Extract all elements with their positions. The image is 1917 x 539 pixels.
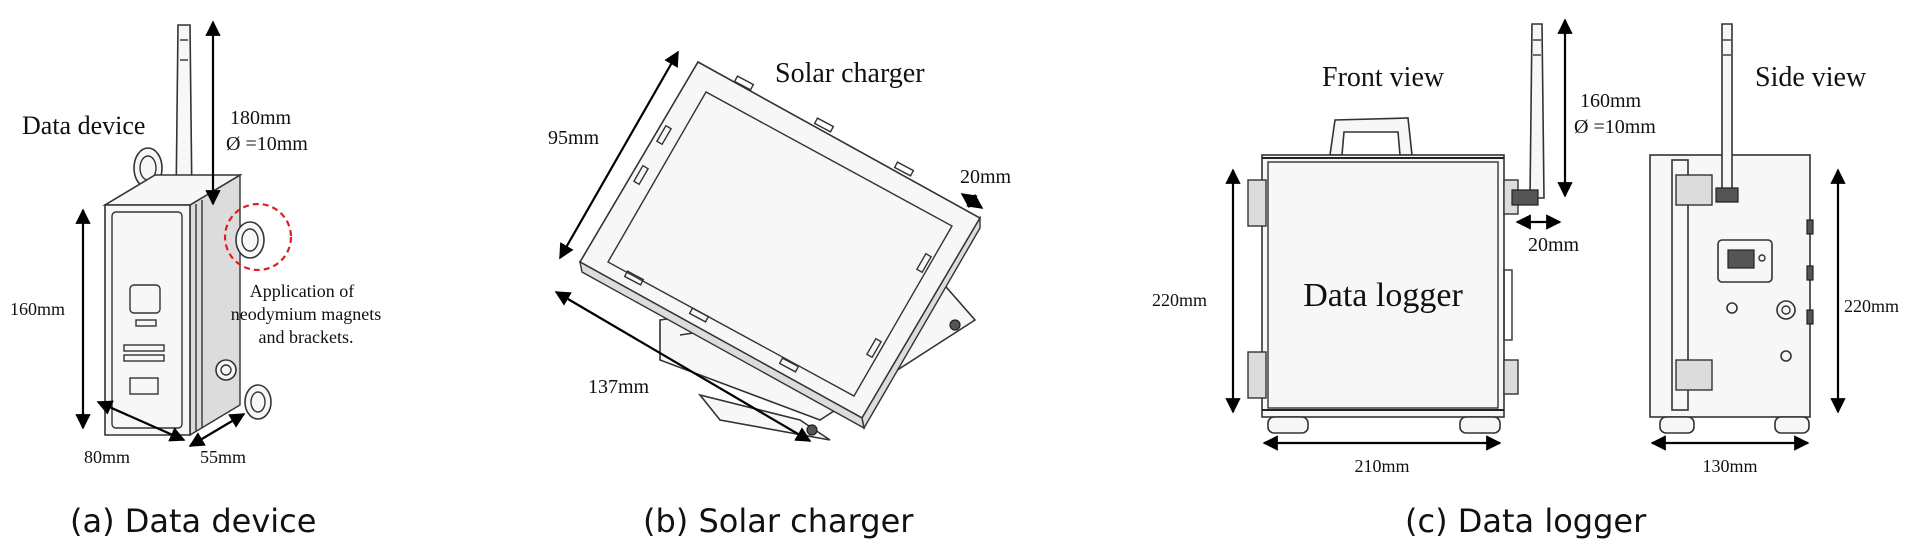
height-label-b: 95mm [548, 127, 600, 149]
antenna-offset-label-c: 20mm [1528, 234, 1580, 256]
bottom-magnet [244, 384, 272, 420]
front-height-label: 220mm [1152, 290, 1207, 310]
side-view-title: Side view [1755, 62, 1867, 93]
note-line-1: Application of [250, 281, 354, 301]
antenna-length-label-a: 180mm [230, 107, 292, 129]
thickness-label-b: 20mm [960, 166, 1012, 188]
side-width-label: 130mm [1702, 456, 1757, 476]
caption-c: (c) Data logger [1405, 502, 1647, 539]
panel-c-data-logger: Front view Side view Data logger 160mm Ø… [1152, 18, 1899, 539]
magnet-highlight-circle [223, 202, 293, 272]
width-label-a: 80mm [84, 447, 130, 467]
note-line-2: neodymium magnets [231, 304, 381, 324]
width-dim-a [96, 400, 186, 442]
solar-charger-title: Solar charger [775, 58, 925, 89]
width-dim-b [554, 291, 812, 442]
data-device-title: Data device [22, 111, 145, 140]
front-view-title: Front view [1322, 62, 1445, 93]
side-magnet [223, 202, 293, 272]
side-height-label: 220mm [1844, 296, 1899, 316]
caption-a: (a) Data device [70, 502, 316, 539]
thickness-dim-b [960, 193, 984, 209]
width-label-b: 137mm [588, 376, 650, 398]
depth-dim-a [188, 413, 246, 447]
front-view-drawing [1247, 23, 1545, 434]
data-logger-center-label: Data logger [1303, 277, 1463, 314]
antenna-length-label-c: 160mm [1580, 90, 1642, 112]
front-width-label: 210mm [1354, 456, 1409, 476]
device-housing [102, 173, 243, 437]
note-line-3: and brackets. [259, 327, 354, 347]
height-label-a: 160mm [10, 299, 65, 319]
height-dim-b [559, 50, 679, 260]
caption-b: (b) Solar charger [643, 502, 914, 539]
antenna-diameter-label-c: Ø =10mm [1574, 116, 1656, 138]
depth-label-a: 55mm [200, 447, 246, 467]
panel-b-solar-charger: Solar charger 95mm 20mm 137mm (b) Solar … [548, 50, 1012, 539]
antenna-diameter-label-a: Ø =10mm [226, 133, 308, 155]
side-view-drawing [1649, 23, 1814, 434]
panel-a-data-device: Data device 180mm Ø =10mm 160mm 80mm 55m… [10, 20, 381, 539]
